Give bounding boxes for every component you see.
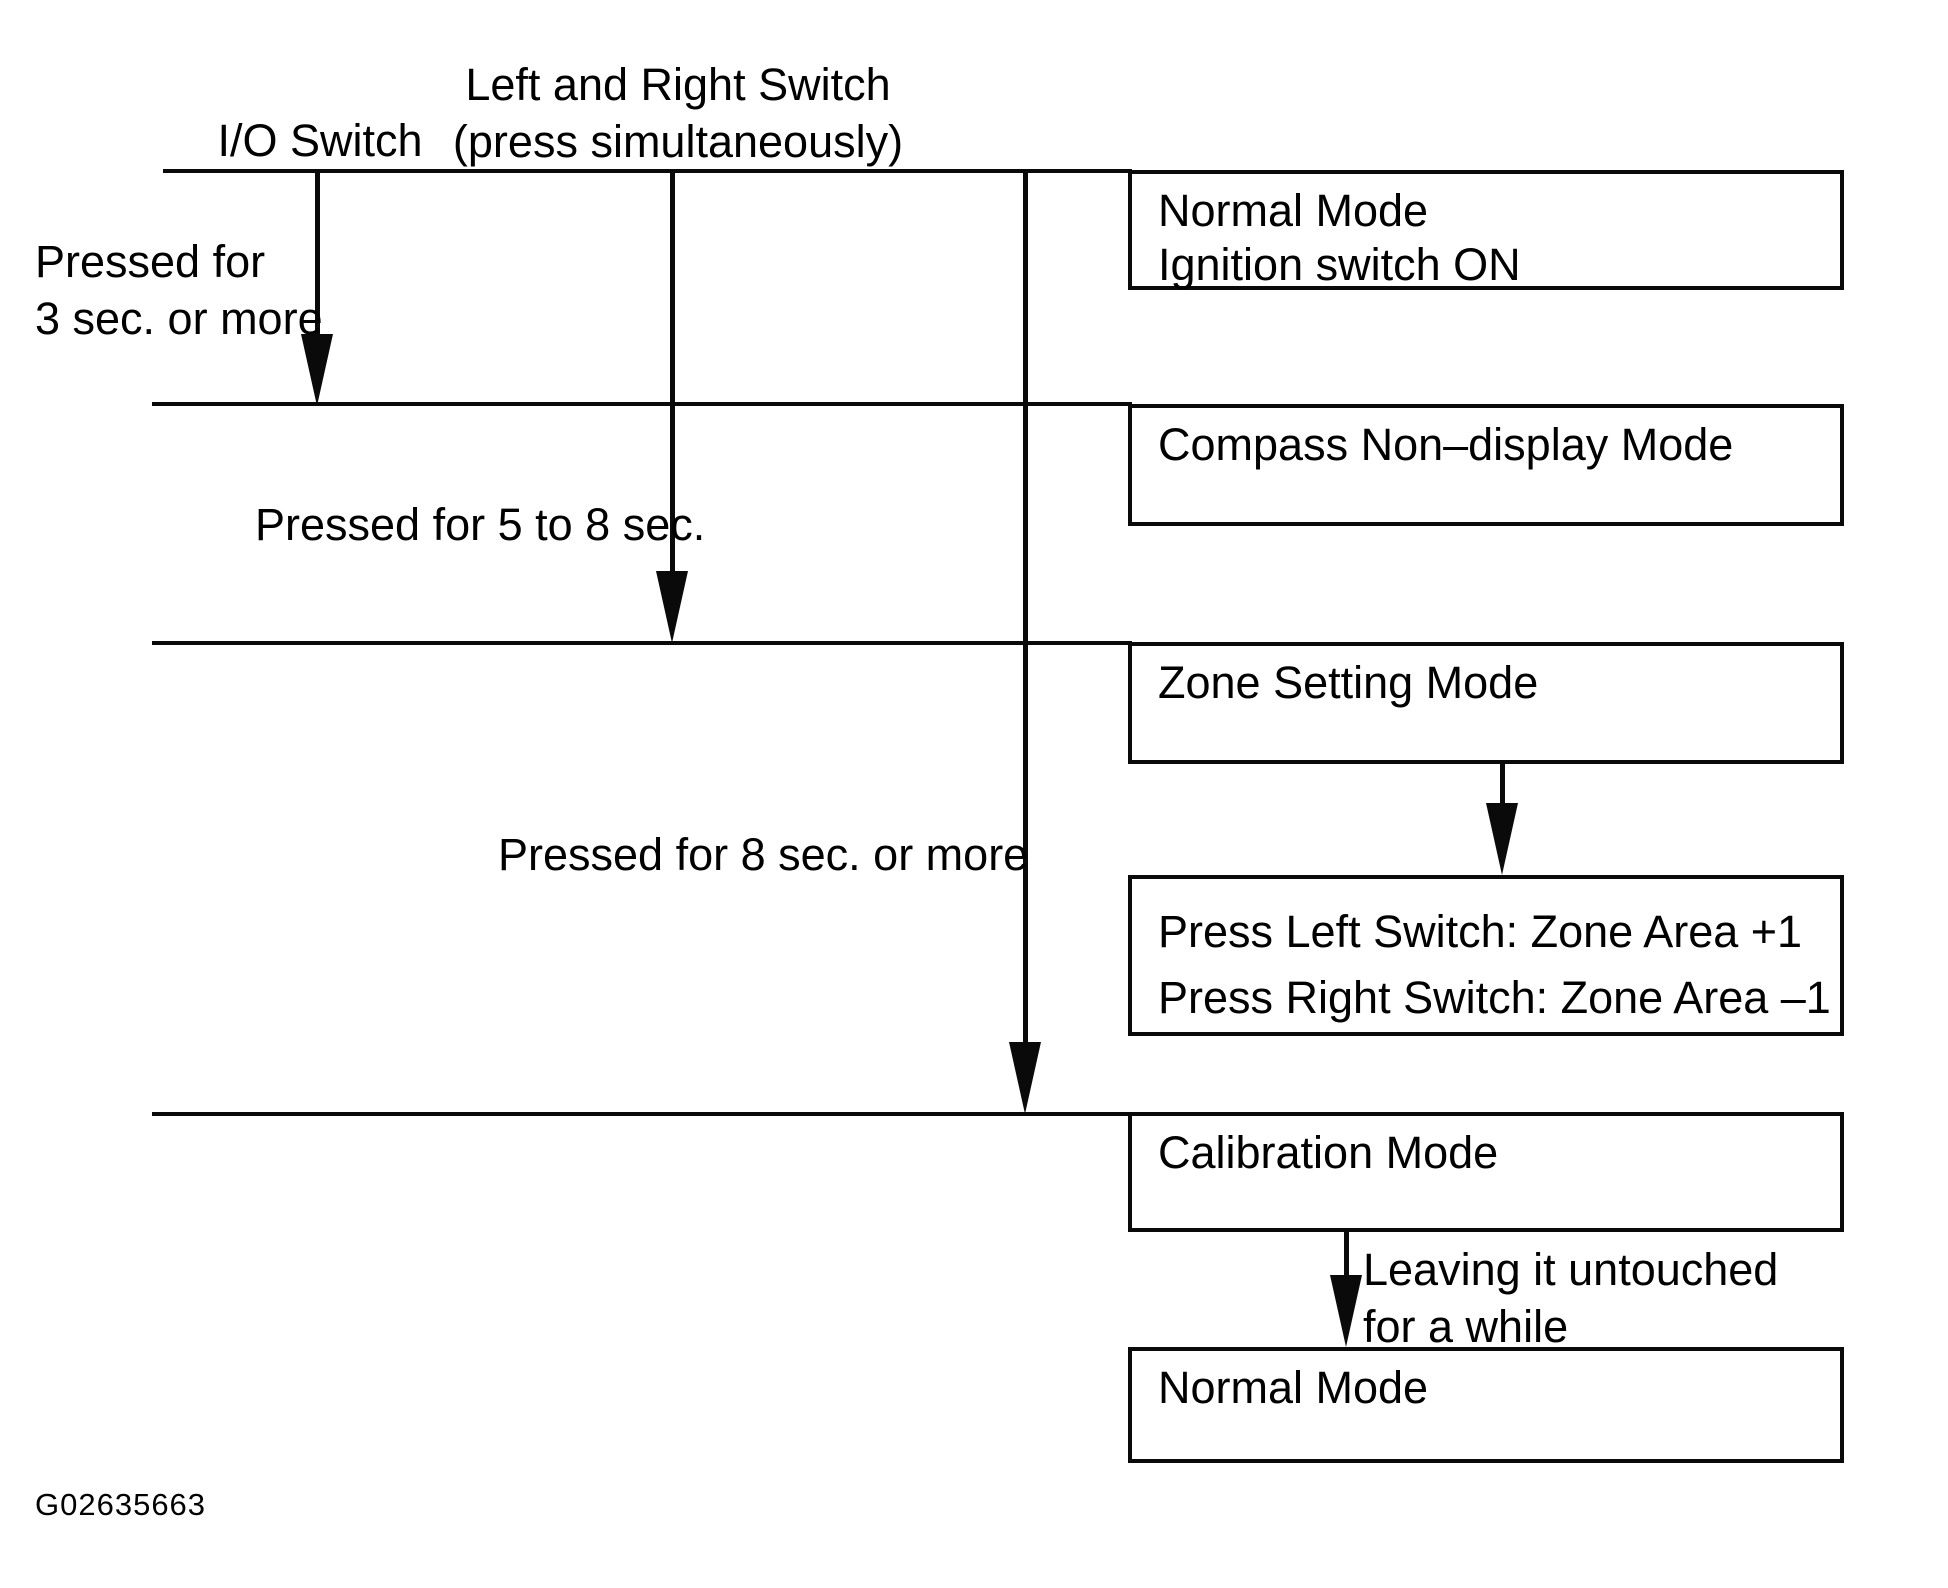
arrow-line-io-hold3sec xyxy=(315,171,320,334)
rail-calibration xyxy=(152,1112,1132,1116)
arrow-line-lr-hold8plus xyxy=(1023,171,1028,1042)
mode-box-normal: Normal Mode Ignition switch ON xyxy=(1128,170,1844,290)
rail-compass-nondisplay xyxy=(152,402,1132,406)
arrowhead-down-icon xyxy=(1486,803,1518,875)
mode-box-calibration: Calibration Mode xyxy=(1128,1112,1844,1232)
mode-box-zone-setting-line1: Zone Setting Mode xyxy=(1158,657,1539,708)
arrowhead-down-icon xyxy=(1009,1042,1041,1114)
column-label-left-right-switch-line2: (press simultaneously) xyxy=(452,116,904,167)
mode-box-zone-adjust-line2: Press Right Switch: Zone Area –1 xyxy=(1158,972,1831,1023)
arrowhead-down-icon xyxy=(656,571,688,643)
transition-label-leaving-untouched-line1: Leaving it untouched xyxy=(1363,1244,1779,1295)
transition-label-hold3sec: Pressed for 3 sec. or more xyxy=(35,233,323,347)
column-label-io-switch: I/O Switch xyxy=(217,115,423,166)
column-label-left-right-switch-line1: Left and Right Switch xyxy=(465,59,891,110)
transition-label-hold3sec-line2: 3 sec. or more xyxy=(35,293,323,344)
arrowhead-down-icon xyxy=(1330,1275,1362,1347)
mode-box-compass-nondisplay-line1: Compass Non–display Mode xyxy=(1158,419,1734,470)
arrow-line-zone-adjust xyxy=(1500,764,1505,803)
mode-box-normal-end-line1: Normal Mode xyxy=(1158,1362,1429,1413)
mode-box-calibration-line1: Calibration Mode xyxy=(1158,1127,1499,1178)
arrow-line-leave-untouched xyxy=(1344,1232,1349,1275)
transition-label-hold8plus: Pressed for 8 sec. or more xyxy=(498,829,1029,880)
mode-box-compass-nondisplay: Compass Non–display Mode xyxy=(1128,404,1844,526)
mode-box-normal-line2: Ignition switch ON xyxy=(1158,239,1521,290)
rail-normal-mode xyxy=(163,169,1132,173)
mode-box-zone-adjust: Press Left Switch: Zone Area +1 Press Ri… xyxy=(1128,875,1844,1036)
transition-label-leaving-untouched-line2: for a while xyxy=(1363,1301,1569,1352)
figure-id-label: G02635663 xyxy=(35,1487,207,1522)
mode-box-zone-adjust-line1: Press Left Switch: Zone Area +1 xyxy=(1158,906,1803,957)
mode-box-normal-end: Normal Mode xyxy=(1128,1347,1844,1463)
rail-zone-setting xyxy=(152,641,1132,645)
mode-box-normal-line1: Normal Mode xyxy=(1158,185,1429,236)
transition-label-hold5to8: Pressed for 5 to 8 sec. xyxy=(255,499,706,550)
transition-label-leaving-untouched: Leaving it untouched for a while xyxy=(1363,1241,1778,1355)
arrow-line-lr-hold5to8 xyxy=(670,171,675,571)
mode-box-zone-setting: Zone Setting Mode xyxy=(1128,642,1844,764)
arrowhead-down-icon xyxy=(301,334,333,406)
column-label-left-right-switch: Left and Right Switch (press simultaneou… xyxy=(453,56,903,170)
transition-label-hold3sec-line1: Pressed for xyxy=(35,236,266,287)
